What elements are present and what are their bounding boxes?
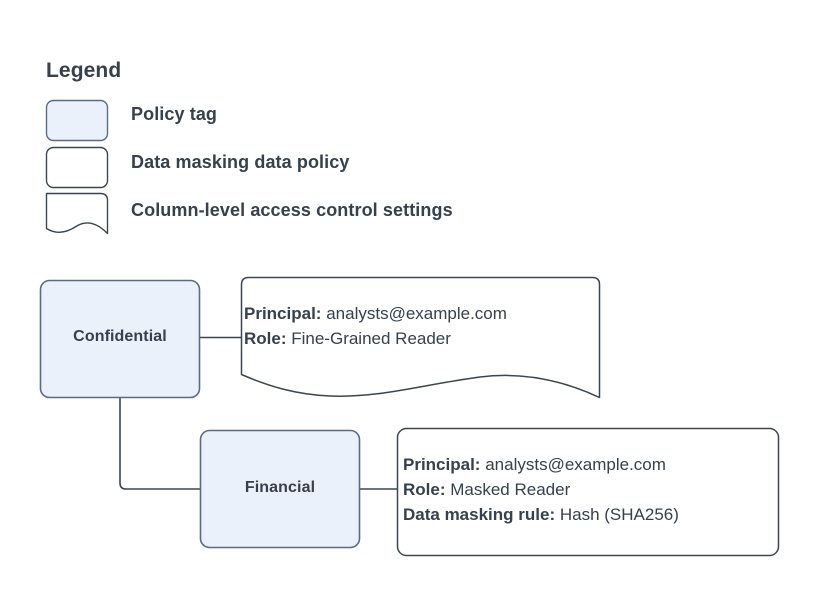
callout-line-key: Role:	[244, 329, 287, 348]
callout-financial-data-policy[interactable]	[396, 427, 780, 557]
policy-tag-swatch-icon	[45, 99, 109, 142]
connector-confidential-to-financial	[119, 398, 200, 490]
callout-line: Role: Masked Reader	[403, 477, 679, 502]
legend-item-label-access-control: Column-level access control settings	[131, 200, 453, 220]
data-policy-swatch-icon	[45, 146, 109, 189]
node-financial-label: Financial	[244, 479, 316, 496]
callout-line-key: Data masking rule:	[403, 505, 556, 524]
callout-confidential-access-control[interactable]	[240, 276, 601, 399]
callout-line-key: Role:	[403, 480, 446, 499]
legend-item-label-policy-tag: Policy tag	[131, 104, 218, 124]
callout-line: Principal: analysts@example.com	[403, 452, 679, 477]
callout-financial-text: Principal: analysts@example.com Role: Ma…	[403, 452, 679, 527]
legend-title: Legend	[46, 59, 122, 82]
callout-line-value: Masked Reader	[450, 480, 571, 499]
node-confidential-label: Confidential	[73, 328, 167, 345]
callout-line-value: Hash (SHA256)	[559, 505, 679, 524]
node-confidential[interactable]	[39, 279, 201, 399]
callout-line: Role: Fine-Grained Reader	[244, 326, 507, 351]
node-financial[interactable]	[199, 429, 361, 549]
access-control-swatch-icon	[45, 192, 109, 235]
callout-line-value: Fine-Grained Reader	[291, 329, 451, 348]
callout-line-key: Principal:	[244, 304, 322, 323]
callout-line: Principal: analysts@example.com	[244, 301, 507, 326]
callout-line-key: Principal:	[403, 455, 481, 474]
callout-line-value: analysts@example.com	[326, 304, 507, 323]
callout-line: Data masking rule: Hash (SHA256)	[403, 502, 679, 527]
callout-confidential-text: Principal: analysts@example.com Role: Fi…	[244, 301, 507, 351]
callout-line-value: analysts@example.com	[485, 455, 666, 474]
legend-item-label-data-masking-policy: Data masking data policy	[131, 152, 350, 172]
